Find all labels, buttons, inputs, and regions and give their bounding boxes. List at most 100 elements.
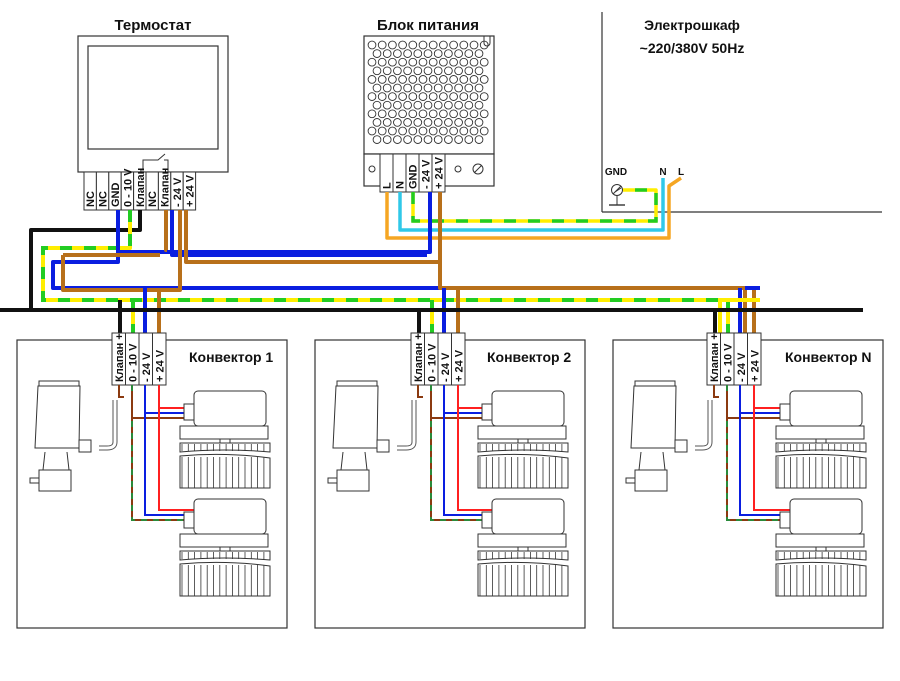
vent-hole — [408, 109, 418, 119]
vent-hole — [423, 100, 433, 110]
fan-icon — [775, 390, 867, 489]
vent-hole — [469, 126, 479, 136]
convector-terminal-label: 0 - 10 V — [127, 343, 139, 382]
vent-hole — [469, 109, 479, 119]
convector-terminal-label: - 24 V — [440, 352, 452, 382]
valve-actuator-icon — [29, 380, 92, 492]
bus-0-10v-wire-stripe — [41, 210, 760, 302]
thermostat-title: Термостат — [115, 17, 192, 34]
electrical-cabinet: Электрошкаф ~220/380V 50Hz GND N L — [601, 12, 882, 213]
vent-hole — [444, 118, 453, 127]
vent-hole — [367, 109, 377, 119]
thermostat-terminal-label: Клапан — [160, 168, 172, 207]
convector-title: Конвектор 2 — [487, 349, 571, 365]
vent-hole — [382, 100, 392, 110]
vent-hole — [382, 66, 392, 76]
fan-icon — [179, 498, 271, 597]
vent-hole — [454, 66, 463, 76]
vent-hole — [459, 40, 469, 50]
power-supply-title: Блок питания — [377, 17, 479, 34]
vent-hole — [428, 109, 438, 119]
vent-hole — [393, 66, 402, 76]
convector-terminal-label: + 24 V — [154, 349, 166, 382]
vent-hole — [464, 49, 474, 58]
vent-hole — [398, 126, 407, 136]
vent-hole — [428, 57, 438, 67]
vent-hole — [474, 83, 484, 93]
vent-hole — [449, 75, 458, 84]
signal-wire-fan1 — [430, 392, 498, 419]
indicator-led-icon — [454, 165, 462, 173]
vent-hole — [439, 57, 448, 67]
vent-hole — [439, 126, 448, 136]
vent-hole — [423, 118, 433, 127]
vent-hole — [428, 40, 438, 50]
vent-hole — [474, 100, 484, 110]
vent-hole — [408, 75, 418, 84]
vent-hole — [403, 49, 412, 58]
vent-hole — [454, 118, 463, 127]
signal-wire-stripe — [430, 385, 498, 521]
vent-hole — [367, 75, 377, 84]
adjust-screw-icon — [472, 163, 484, 175]
vent-hole — [428, 126, 438, 136]
convector-terminal-label: - 24 V — [736, 352, 748, 382]
thermostat-terminal-label: - 24 V — [172, 177, 184, 207]
vent-hole — [454, 83, 463, 93]
mains-live-wire — [385, 176, 682, 240]
thermostat-terminal-label: + 24 V — [184, 174, 196, 207]
vent-hole — [398, 75, 407, 84]
vent-hole — [469, 92, 479, 101]
vent-hole — [372, 135, 382, 144]
vent-hole — [398, 57, 407, 67]
vent-hole — [393, 49, 402, 58]
vent-hole — [474, 135, 484, 144]
vent-hole — [479, 92, 489, 101]
psu-minus-wire — [116, 192, 432, 254]
vent-hole — [474, 118, 484, 127]
vent-hole — [408, 92, 418, 101]
vent-hole — [433, 100, 443, 110]
psu-plus-wire — [184, 192, 442, 264]
vent-hole — [388, 75, 397, 84]
vent-hole — [388, 40, 397, 50]
vent-hole — [428, 92, 438, 101]
vent-hole — [464, 83, 474, 93]
vent-hole — [418, 75, 428, 84]
minus-wire — [739, 385, 796, 516]
convector-terminal-label: Клапан + — [413, 333, 425, 382]
vent-hole — [444, 100, 453, 110]
convector-terminal-label: 0 - 10 V — [722, 343, 734, 382]
relay-switch-icon — [142, 153, 169, 172]
vent-hole — [433, 49, 443, 58]
vent-hole — [459, 126, 469, 136]
minus-wire — [144, 385, 200, 516]
vent-hole — [439, 40, 448, 50]
cabinet-n-label: N — [659, 167, 666, 178]
vent-hole — [444, 135, 453, 144]
valve-actuator-icon — [625, 380, 688, 492]
fan-icon — [179, 390, 271, 489]
psu-terminal-label: L — [382, 182, 394, 189]
plus24-loop-wire — [61, 210, 182, 292]
vent-hole — [418, 40, 428, 50]
vent-hole — [479, 57, 489, 67]
thermostat-terminal-label: 0 - 10 V — [122, 168, 134, 207]
vent-hole — [372, 49, 382, 58]
vent-hole — [433, 135, 443, 144]
wire-harness — [0, 176, 863, 335]
vent-hole — [403, 83, 412, 93]
vent-hole — [444, 66, 453, 76]
vent-hole — [444, 83, 453, 93]
mains-neutral-wire — [398, 178, 665, 232]
vent-hole — [459, 92, 469, 101]
vent-hole — [449, 126, 458, 136]
vent-hole — [398, 92, 407, 101]
vent-hole — [439, 75, 448, 84]
vent-hole — [403, 118, 412, 127]
vent-hole — [372, 118, 382, 127]
vent-hole — [418, 57, 428, 67]
vent-hole — [393, 83, 402, 93]
